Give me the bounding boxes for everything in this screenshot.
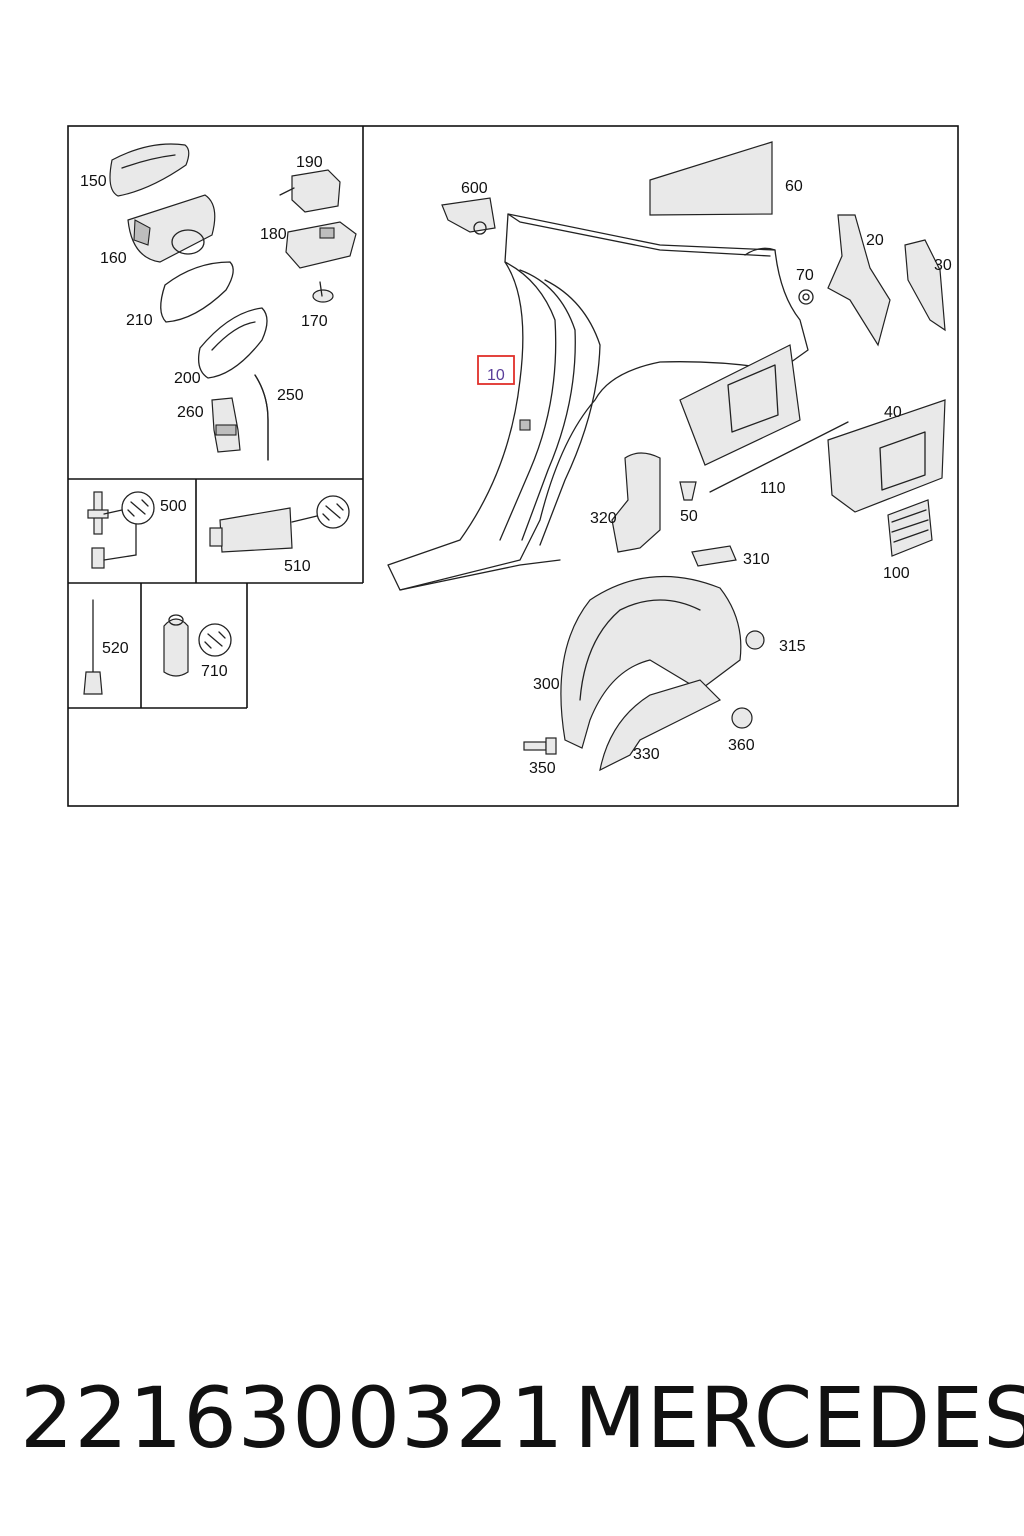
actuator-part (279, 169, 341, 213)
sill-strip-part (709, 421, 849, 493)
callout-310: 310 (743, 551, 770, 568)
wheel-liner-part (560, 575, 742, 749)
callout-40: 40 (884, 404, 902, 421)
callout-30: 30 (934, 257, 952, 274)
vent-grille-part (887, 499, 933, 557)
callout-180: 180 (260, 226, 287, 243)
callout-70: 70 (796, 267, 814, 284)
callout-710: 710 (201, 663, 228, 680)
callout-200: 200 (174, 370, 201, 387)
callout-315: 315 (779, 638, 806, 655)
brand-name: MERCEDES (574, 1369, 1024, 1467)
screw-part (312, 281, 334, 303)
pad-part (691, 545, 737, 567)
callout-labels: 150 190 160 180 210 170 200 250 260 500 … (80, 154, 952, 777)
hex-bolt-part (745, 630, 765, 650)
callout-160: 160 (100, 250, 127, 267)
callout-330: 330 (633, 746, 660, 763)
wheelhouse-panel-part (827, 399, 946, 513)
seal-ring-part (197, 307, 268, 379)
washer-part (798, 289, 814, 305)
expansion-rivet-part (523, 737, 557, 755)
inner-reinforcement-part (827, 214, 891, 347)
callout-600: 600 (461, 180, 488, 197)
trim-strip-part (649, 141, 773, 216)
callout-360: 360 (728, 737, 755, 754)
inner-panel-part (679, 344, 801, 466)
fuel-flap-part (109, 143, 190, 197)
clip-part (211, 397, 241, 453)
callout-190: 190 (296, 154, 323, 171)
callout-170: 170 (301, 313, 328, 330)
support-bracket-part (441, 197, 496, 235)
diagram-frame (67, 125, 959, 807)
bolt-set-part (87, 491, 155, 569)
callout-350: 350 (529, 760, 556, 777)
callout-510: 510 (284, 558, 311, 575)
rivet-part (83, 599, 103, 695)
highlight-box (477, 355, 515, 385)
lock-mechanism-part (285, 221, 357, 269)
callout-300: 300 (533, 676, 560, 693)
callout-210: 210 (126, 312, 153, 329)
sealant-tube-part (209, 495, 350, 553)
drain-hose-part (254, 374, 269, 461)
adhesive-cartridge-part (163, 614, 232, 677)
callout-60: 60 (785, 178, 803, 195)
nut-part (731, 707, 753, 729)
fuel-filler-housing-part (127, 194, 216, 263)
callout-320: 320 (590, 510, 617, 527)
callout-110: 110 (760, 480, 786, 497)
clip-nut-part (679, 481, 697, 501)
callout-50: 50 (680, 508, 698, 525)
reinforcement-bracket-part (904, 239, 946, 332)
splash-guard-part (599, 679, 722, 772)
callout-100: 100 (883, 565, 910, 582)
callout-150: 150 (80, 173, 107, 190)
callout-520: 520 (102, 640, 129, 657)
gasket-part (160, 261, 234, 323)
part-number: 2216300321 (20, 1369, 565, 1467)
callout-500: 500 (160, 498, 187, 515)
callout-20: 20 (866, 232, 884, 249)
callout-10-highlighted: 10 (487, 367, 505, 384)
callout-250: 250 (277, 387, 304, 404)
callout-260: 260 (177, 404, 204, 421)
cover-part (611, 452, 661, 553)
